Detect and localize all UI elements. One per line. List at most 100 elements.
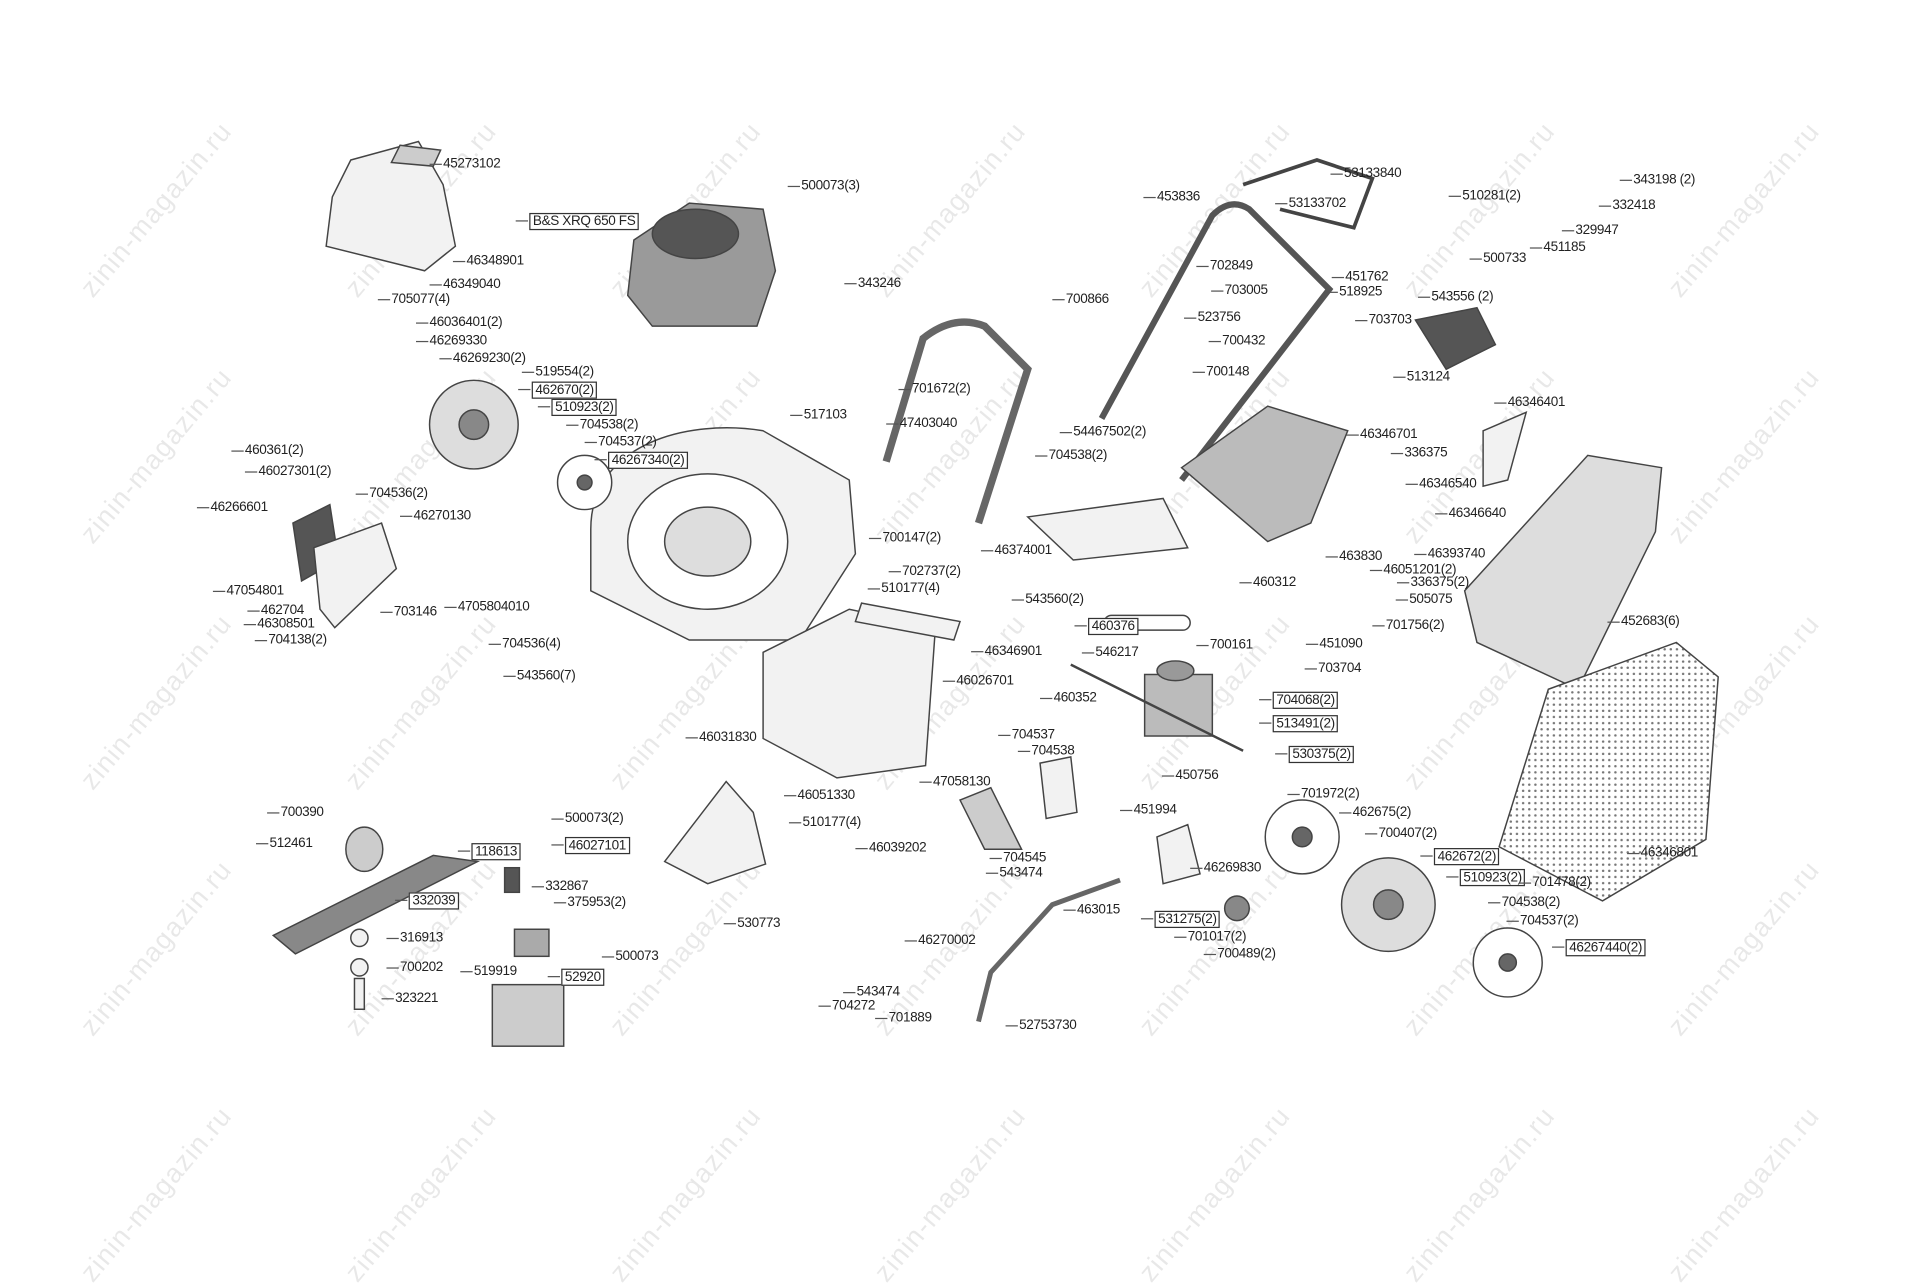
part-number-label[interactable]: 46026701: [956, 673, 1014, 689]
part-number-label[interactable]: 543474: [999, 865, 1043, 881]
part-number-label[interactable]: 703146: [393, 604, 437, 620]
part-number-label[interactable]: 46267340(2): [608, 451, 689, 469]
part-number-label[interactable]: 46266601: [210, 499, 268, 515]
part-number-label[interactable]: 332867: [545, 878, 589, 894]
part-number-label[interactable]: 118613: [471, 843, 521, 861]
part-number-label[interactable]: 450756: [1175, 768, 1219, 783]
part-number-label[interactable]: 704536(4): [502, 636, 561, 652]
part-number-label[interactable]: 463015: [1076, 902, 1120, 917]
part-number-label[interactable]: 704538: [1031, 743, 1075, 759]
part-number-label[interactable]: 52920: [561, 968, 605, 986]
part-number-label[interactable]: 460352: [1053, 690, 1097, 706]
part-number-label[interactable]: 513124: [1406, 369, 1450, 385]
part-number-label[interactable]: 703704: [1318, 660, 1362, 676]
part-number-label[interactable]: 46346640: [1448, 505, 1507, 521]
part-number-label[interactable]: 530375(2): [1288, 745, 1355, 764]
part-number-label[interactable]: 543556 (2): [1431, 289, 1494, 305]
part-number-label[interactable]: 47403040: [899, 416, 958, 431]
part-number-label[interactable]: 523756: [1197, 310, 1241, 325]
part-number-label[interactable]: 45273102: [443, 156, 501, 172]
part-number-label[interactable]: 701017(2): [1187, 929, 1247, 945]
part-number-label[interactable]: 452683(6): [1620, 614, 1680, 629]
part-number-label[interactable]: 46051330: [797, 787, 856, 803]
part-number-label[interactable]: 701478(2): [1532, 875, 1591, 890]
part-number-label[interactable]: 47054801: [226, 583, 284, 599]
part-number-label[interactable]: 510177(4): [802, 814, 861, 830]
part-number-label[interactable]: 46346801: [1640, 845, 1699, 861]
part-number-label[interactable]: 46269330: [429, 333, 488, 349]
part-number-label[interactable]: 510923(2): [1459, 868, 1526, 887]
part-number-label[interactable]: 701889: [888, 1010, 932, 1026]
part-number-label[interactable]: 704138(2): [268, 632, 327, 648]
part-number-label[interactable]: 704536(2): [369, 486, 428, 501]
part-number-label[interactable]: 53133702: [1288, 195, 1347, 211]
part-number-label[interactable]: 316913: [400, 930, 443, 946]
part-number-label[interactable]: 46346701: [1360, 427, 1418, 442]
part-number-label[interactable]: 460376: [1088, 617, 1139, 636]
part-number-label[interactable]: 702849: [1209, 258, 1253, 274]
part-number-label[interactable]: 453836: [1156, 189, 1200, 205]
part-number-label[interactable]: 336375(2): [1410, 574, 1469, 590]
part-number-label[interactable]: 704538(2): [1501, 894, 1561, 910]
part-number-label[interactable]: 463830: [1339, 548, 1383, 564]
part-number-label[interactable]: 705077(4): [391, 291, 450, 307]
part-number-label[interactable]: 460361(2): [244, 443, 304, 458]
part-number-label[interactable]: 46346540: [1419, 476, 1477, 492]
part-number-label[interactable]: 46051201(2): [1383, 562, 1457, 578]
part-number-label[interactable]: 46027101: [564, 836, 630, 855]
part-number-label[interactable]: 46270002: [918, 932, 976, 948]
part-number-label[interactable]: 46374001: [994, 542, 1052, 558]
part-number-label[interactable]: 343198 (2): [1633, 172, 1696, 188]
part-number-label[interactable]: 704537(2): [598, 434, 657, 450]
part-number-label[interactable]: 701672(2): [912, 381, 971, 397]
part-number-label[interactable]: 451994: [1133, 802, 1177, 818]
part-number-label[interactable]: 46269830: [1203, 860, 1262, 876]
part-number-label[interactable]: 700390: [280, 804, 324, 820]
part-number-label[interactable]: 704538(2): [1048, 448, 1108, 463]
part-number-label[interactable]: 519919: [473, 963, 517, 979]
part-number-label[interactable]: 375953(2): [567, 894, 626, 910]
part-number-label[interactable]: 512461: [269, 835, 313, 851]
part-number-label[interactable]: 451185: [1543, 240, 1586, 255]
part-number-label[interactable]: 53133840: [1344, 166, 1402, 181]
part-number-label[interactable]: 704545: [1003, 850, 1047, 866]
part-number-label[interactable]: 336375: [1404, 445, 1448, 461]
part-number-label[interactable]: 546217: [1095, 644, 1139, 660]
part-number-label[interactable]: 510923(2): [551, 398, 618, 417]
part-number-label[interactable]: 46393740: [1427, 546, 1486, 562]
part-number-label[interactable]: 701972(2): [1300, 786, 1360, 802]
part-number-label[interactable]: 46027301(2): [258, 464, 332, 479]
part-number-label[interactable]: 704538(2): [579, 417, 639, 433]
part-number-label[interactable]: 46036401(2): [429, 315, 503, 330]
part-number-label[interactable]: 703005: [1224, 283, 1268, 298]
part-number-label[interactable]: 701756(2): [1385, 617, 1445, 633]
part-number-label[interactable]: 500733: [1483, 251, 1527, 266]
part-number-label[interactable]: 46349040: [443, 276, 501, 292]
part-number-label[interactable]: 700407(2): [1378, 825, 1437, 841]
part-number-label[interactable]: 332418: [1612, 198, 1656, 213]
part-number-label[interactable]: 518925: [1339, 284, 1383, 300]
part-number-label[interactable]: 52753730: [1019, 1017, 1077, 1033]
part-number-label[interactable]: 462670(2): [531, 381, 598, 399]
part-number-label[interactable]: 462672(2): [1433, 848, 1500, 866]
part-number-label[interactable]: 530773: [737, 915, 781, 931]
part-number-label[interactable]: 462675(2): [1352, 804, 1412, 820]
part-number-label[interactable]: 703703: [1368, 312, 1412, 328]
part-number-label[interactable]: 47058130: [932, 774, 991, 789]
part-number-label[interactable]: 510177(4): [881, 580, 940, 596]
part-number-label[interactable]: 700161: [1209, 637, 1253, 653]
part-number-label[interactable]: 462704: [260, 603, 304, 618]
part-number-label[interactable]: 46270130: [413, 508, 472, 524]
part-number-label[interactable]: 500073(2): [564, 811, 624, 826]
part-number-label[interactable]: 704537: [1011, 727, 1055, 743]
part-number-label[interactable]: 704272: [832, 998, 875, 1013]
part-number-label[interactable]: 451762: [1345, 269, 1389, 285]
part-number-label[interactable]: 46348901: [466, 253, 524, 269]
part-number-label[interactable]: 700148: [1206, 364, 1250, 380]
part-number-label[interactable]: 46267440(2): [1565, 939, 1646, 957]
part-number-label[interactable]: 505075: [1409, 592, 1453, 607]
part-number-label[interactable]: 451090: [1319, 636, 1363, 652]
part-number-label[interactable]: 704537(2): [1520, 913, 1579, 929]
part-number-label[interactable]: B&S XRQ 650 FS: [529, 212, 640, 231]
part-number-label[interactable]: 329947: [1575, 222, 1619, 238]
